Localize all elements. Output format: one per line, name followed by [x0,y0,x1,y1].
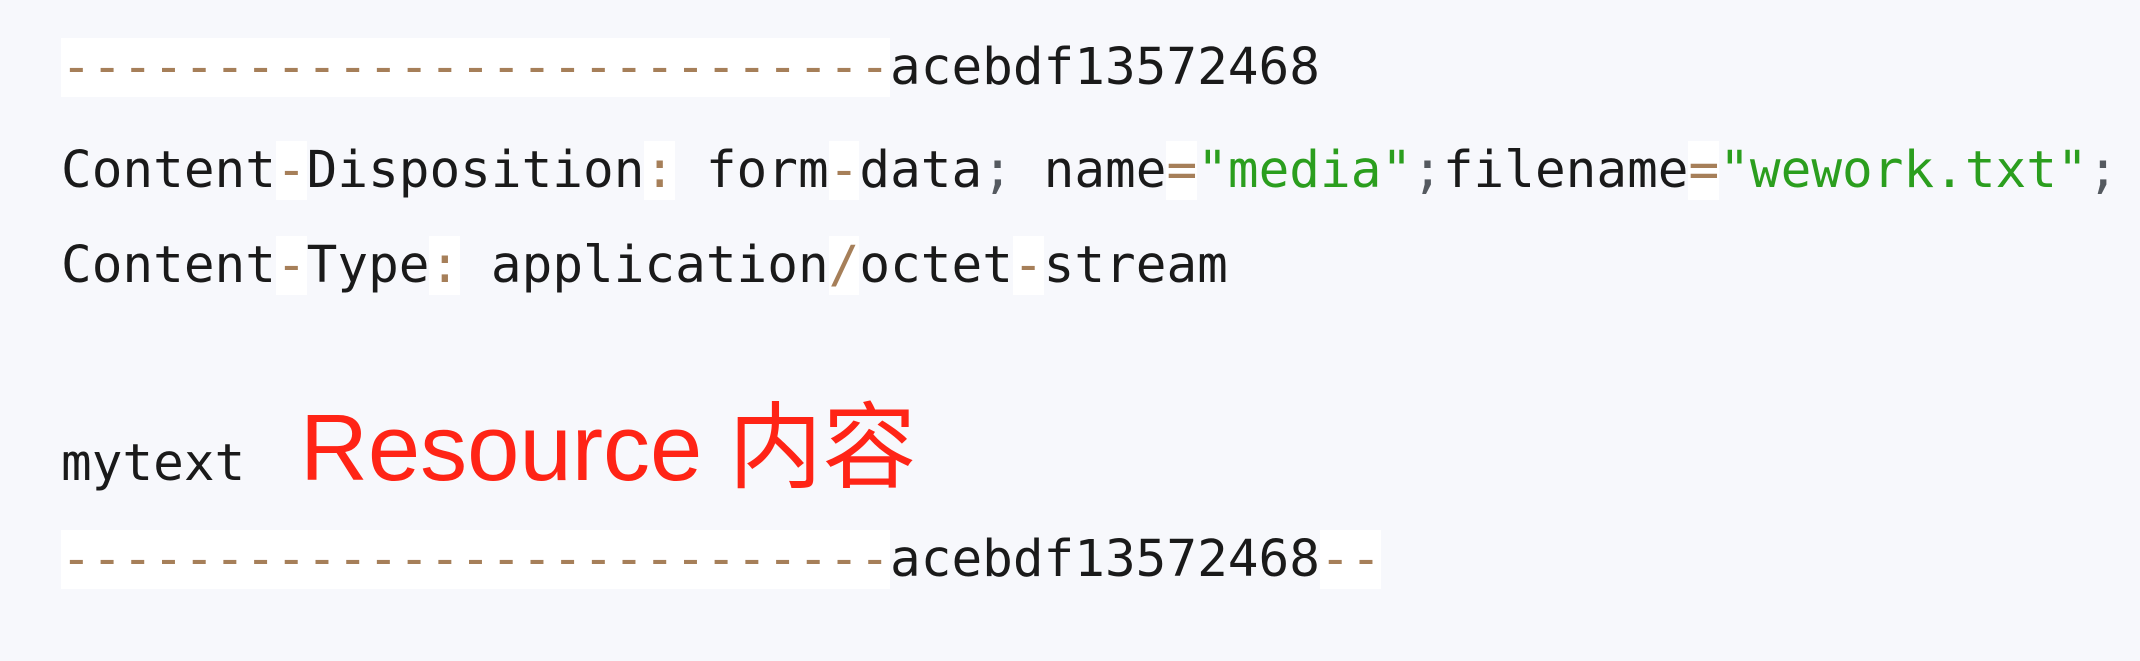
code-token-op: - [275,236,307,295]
code-token-op: : [644,141,676,200]
code-token-op: / [828,236,860,295]
code-token-op: -- [1319,530,1382,589]
code-token-punc: ; [1412,141,1443,200]
code-token-punc: ; [982,141,1013,200]
code-token-plain: octet [859,236,1013,295]
code-token-op: : [429,236,461,295]
code-token-plain: Content [61,236,276,295]
code-token-plain: name [1012,141,1167,200]
code-token-plain: acebdf13572468 [890,530,1320,589]
code-token-op: --------------------------- [61,530,891,589]
code-token-op: - [275,141,307,200]
code-token-op: - [1012,236,1044,295]
annotation-label: Resource 内容 [300,395,917,500]
code-line-boundary: ---------------------------acebdf1357246… [61,33,1320,103]
code-token-plain: data [859,141,983,200]
code-token-plain: filename [1442,141,1689,200]
code-token-plain: form [675,141,829,200]
code-token-plain: Type [306,236,430,295]
code-token-op: - [828,141,860,200]
code-token-op: = [1688,141,1720,200]
code-line-content-type: Content-Type: application/octet-stream [61,231,1228,301]
code-token-plain: Disposition [306,141,645,200]
code-token-plain: application [460,236,829,295]
code-token-plain: mytext [61,434,246,493]
code-line-content-disposition: Content-Disposition: form-data; name="me… [61,136,2118,206]
code-token-str: "media" [1197,141,1413,200]
code-line-closing-boundary: ---------------------------acebdf1357246… [61,525,1382,595]
code-token-str: "wework.txt" [1719,141,2088,200]
code-token-plain: Content [61,141,276,200]
code-token-plain: acebdf13572468 [890,38,1320,97]
code-token-op: --------------------------- [61,38,891,97]
code-token-op: = [1166,141,1198,200]
code-line-body: mytext [61,429,245,499]
code-token-punc: ; [2087,141,2119,200]
code-token-plain: stream [1043,236,1228,295]
